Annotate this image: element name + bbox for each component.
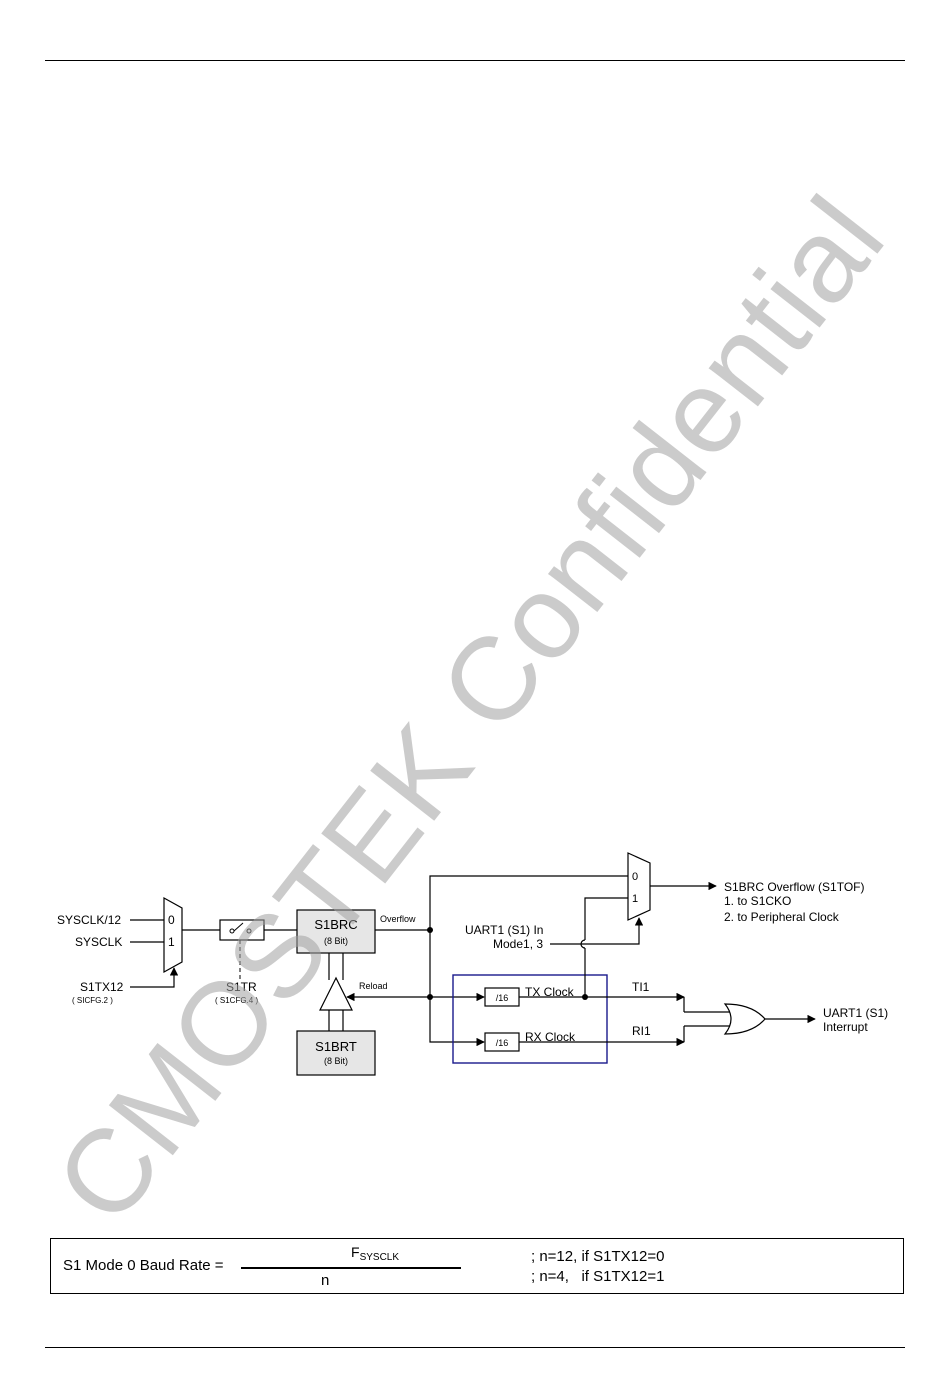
mux-2-port1: 1 [632, 893, 638, 905]
mux-2 [627, 852, 651, 921]
overflow-label: Overflow [380, 914, 416, 924]
rx-clock-label: RX Clock [525, 1030, 576, 1044]
overflow-to-rx-line [429, 930, 485, 1047]
s1tr-switch [219, 919, 265, 941]
footer-rule [45, 1347, 905, 1348]
tx-clock-label: TX Clock [525, 985, 575, 999]
s1tr-label: S1TR [226, 980, 257, 994]
interrupt-label-1: UART1 (S1) [823, 1006, 888, 1020]
mux-1-port1: 1 [168, 935, 175, 949]
rx-divider-label: /16 [496, 1038, 509, 1048]
s1tx12-sub: ( SICFG.2 ) [72, 996, 113, 1005]
s1tx12-select-line [130, 967, 179, 988]
overflow-to-mux2-line [429, 875, 628, 930]
numerator-subscript: SYSCLK [359, 1252, 400, 1263]
sysclk12-label: SYSCLK/12 [57, 913, 121, 927]
ti1-label: TI1 [632, 980, 650, 994]
s1brt-label: S1BRT [315, 1039, 357, 1054]
uart-mode-label-1: UART1 (S1) In [465, 923, 543, 937]
ri1-label: RI1 [632, 1024, 651, 1038]
s1tr-sub: ( S1CFG.4 ) [215, 996, 258, 1005]
switch-blade [233, 922, 244, 932]
reload-label: Reload [359, 981, 388, 991]
peripheral-clock-label: 2. to Peripheral Clock [724, 910, 840, 924]
clock-divider-region [452, 974, 608, 1064]
mux-1-port0: 0 [168, 913, 175, 927]
interrupt-label-2: Interrupt [823, 1020, 868, 1034]
s1brc-counter-box [296, 909, 376, 954]
tx-to-mux2-port1 [584, 897, 628, 940]
fraction-bar [241, 1267, 461, 1269]
tx-divider-label: /16 [496, 993, 509, 1003]
formula-numerator: FSYSCLK [351, 1244, 399, 1263]
s1brt-register-box [296, 1030, 376, 1076]
s1brt-sub: (8 Bit) [324, 1056, 348, 1066]
reload-buffer-triangle [319, 976, 353, 1011]
baud-rate-formula: S1 Mode 0 Baud Rate = FSYSCLK n ; n=12, … [50, 1238, 904, 1294]
switch-contact-b [246, 928, 252, 934]
header-rule [45, 60, 905, 61]
uart-mode-select-line [550, 917, 644, 945]
uart-mode-label-2: Mode1, 3 [493, 937, 543, 951]
numerator-main: F [351, 1244, 360, 1260]
formula-condition-1: ; n=12, if S1TX12=0 [531, 1248, 665, 1265]
sysclk-label: SYSCLK [75, 935, 122, 949]
s1cko-label: 1. to S1CKO [724, 894, 791, 908]
s1tx12-label: S1TX12 [80, 980, 124, 994]
s1brc-label: S1BRC [314, 917, 357, 932]
s1tof-label: S1BRC Overflow (S1TOF) [724, 880, 864, 894]
formula-condition-2: ; n=4, if S1TX12=1 [531, 1268, 665, 1285]
formula-lhs: S1 Mode 0 Baud Rate = [63, 1257, 224, 1274]
mux-2-port0: 0 [632, 871, 638, 883]
or-gate [723, 1003, 766, 1035]
mux-1 [163, 896, 183, 974]
formula-denominator: n [321, 1272, 330, 1289]
s1brc-sub: (8 Bit) [324, 936, 348, 946]
